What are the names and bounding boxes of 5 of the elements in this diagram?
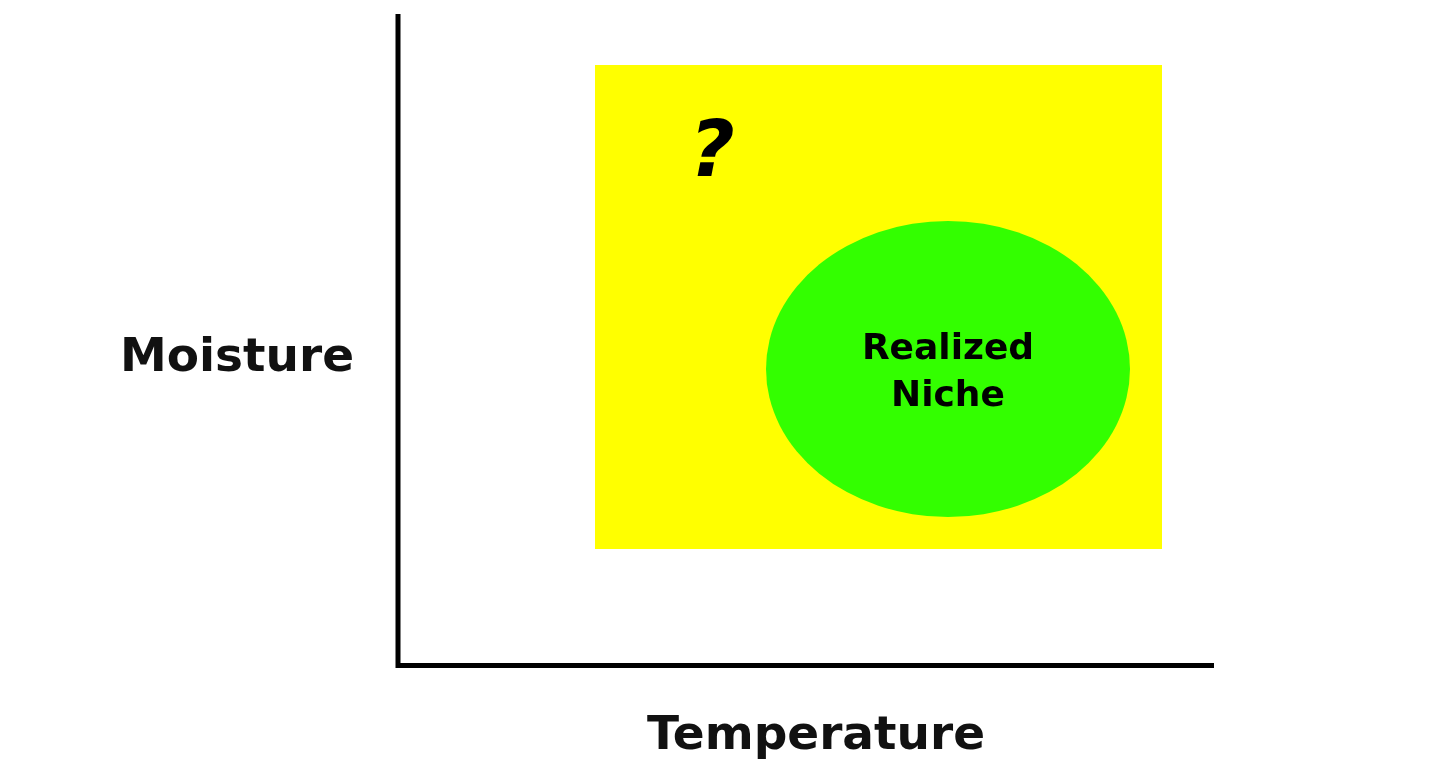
question-mark: ? xyxy=(689,103,735,197)
axis-label: Temperature xyxy=(646,706,986,760)
axis-label: Moisture xyxy=(119,328,355,382)
niche-region xyxy=(595,65,1162,549)
niche-label: Realized Niche xyxy=(860,325,1036,416)
